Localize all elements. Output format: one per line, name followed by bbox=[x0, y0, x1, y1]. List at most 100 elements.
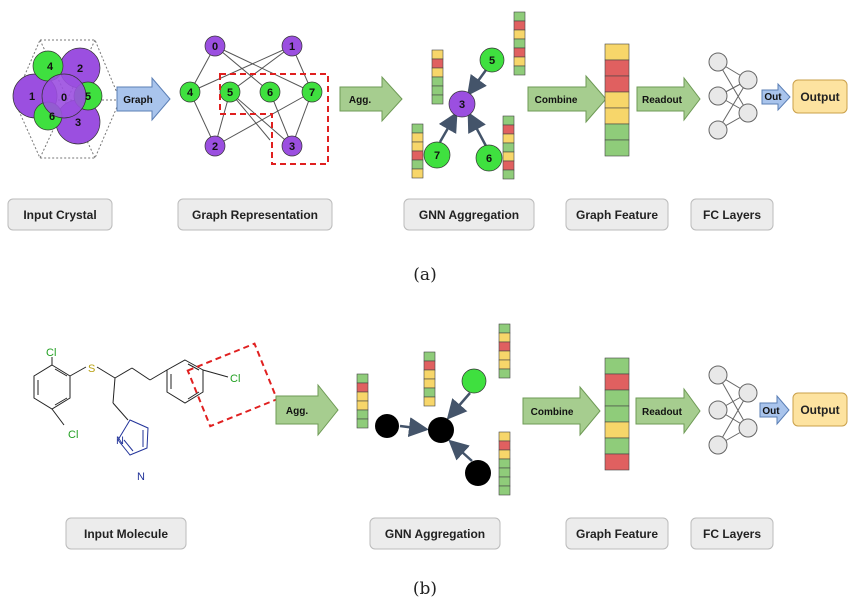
feature-cell bbox=[502, 124, 515, 135]
label-graph-representation: Graph Representation bbox=[177, 198, 333, 231]
agg-node-label: 7 bbox=[434, 150, 440, 162]
svg-text:Readout: Readout bbox=[642, 95, 683, 106]
graph-node-label: 1 bbox=[289, 41, 295, 53]
feature-cell bbox=[604, 43, 630, 61]
svg-text:Input Molecule: Input Molecule bbox=[84, 527, 168, 541]
graph-node-label: 5 bbox=[227, 87, 233, 99]
feature-cell bbox=[513, 47, 526, 58]
feature-cell bbox=[604, 357, 630, 375]
crystal-atom-label: 6 bbox=[49, 111, 55, 123]
feature-cell bbox=[498, 332, 511, 343]
output-box: Output bbox=[792, 79, 848, 114]
readout-arrow: Readout bbox=[636, 76, 701, 122]
feature-cell bbox=[423, 387, 436, 398]
feature-cell bbox=[604, 389, 630, 407]
caption-b: (b) bbox=[413, 579, 437, 599]
crystal-atom-label: 2 bbox=[77, 63, 83, 75]
feature-cell bbox=[423, 369, 436, 380]
agg-node-label: 3 bbox=[459, 99, 465, 111]
graph-node-label: 6 bbox=[267, 87, 273, 99]
feature-cell bbox=[498, 458, 511, 469]
feature-cell bbox=[411, 168, 424, 179]
input-crystal: 4 2 1 0 5 6 3 bbox=[12, 39, 121, 159]
label-fc-layers: FC Layers bbox=[690, 198, 774, 231]
feature-cell bbox=[356, 382, 369, 393]
label-fc-layers-b: FC Layers bbox=[690, 517, 774, 550]
molecule-n1: N bbox=[116, 435, 124, 447]
neighborhood-highlight bbox=[219, 73, 329, 165]
feature-cell bbox=[356, 418, 369, 429]
feature-cell bbox=[502, 115, 515, 126]
readout-arrow-b: Readout bbox=[635, 387, 701, 435]
crystal-atom-label: 5 bbox=[85, 91, 91, 103]
feature-cell bbox=[431, 49, 444, 60]
molecule-cl-right: Cl bbox=[230, 373, 240, 385]
graph-node-label: 3 bbox=[289, 141, 295, 153]
agg-arrow: Agg. bbox=[339, 75, 403, 123]
svg-text:GNN Aggregation: GNN Aggregation bbox=[419, 208, 519, 222]
feature-cell bbox=[604, 107, 630, 125]
molecule-highlight bbox=[186, 342, 279, 428]
feature-cell bbox=[604, 405, 630, 423]
feature-cell bbox=[423, 360, 436, 371]
feature-cell bbox=[431, 58, 444, 69]
gnn-aggregation-b bbox=[375, 368, 491, 486]
graph-node-label: 2 bbox=[212, 141, 218, 153]
label-gnn-aggregation: GNN Aggregation bbox=[403, 198, 535, 231]
feature-cell bbox=[423, 378, 436, 389]
crystal-atom-label: 4 bbox=[47, 61, 54, 73]
feature-cell bbox=[498, 476, 511, 487]
feature-vectors bbox=[356, 11, 630, 496]
out-arrow: Out bbox=[761, 82, 791, 112]
agg-arrow-b: Agg. bbox=[275, 383, 339, 437]
feature-cell bbox=[604, 421, 630, 439]
feature-cell bbox=[604, 453, 630, 471]
feature-cell bbox=[498, 449, 511, 460]
svg-text:Agg.: Agg. bbox=[286, 406, 308, 417]
crystal-atom-label: 0 bbox=[61, 92, 67, 104]
feature-cell bbox=[604, 75, 630, 93]
graph-node-label: 7 bbox=[309, 87, 315, 99]
svg-text:Graph Feature: Graph Feature bbox=[576, 208, 658, 222]
feature-cell bbox=[411, 159, 424, 170]
svg-text:FC Layers: FC Layers bbox=[703, 527, 761, 541]
label-graph-feature: Graph Feature bbox=[565, 198, 669, 231]
feature-cell bbox=[604, 437, 630, 455]
feature-cell bbox=[513, 38, 526, 49]
svg-text:FC Layers: FC Layers bbox=[703, 208, 761, 222]
feature-cell bbox=[431, 67, 444, 78]
combine-arrow-b: Combine bbox=[522, 385, 601, 437]
feature-cell bbox=[498, 341, 511, 352]
svg-text:Graph Feature: Graph Feature bbox=[576, 527, 658, 541]
feature-cell bbox=[513, 65, 526, 76]
svg-text:Agg.: Agg. bbox=[349, 95, 371, 106]
feature-cell bbox=[498, 350, 511, 361]
svg-text:Readout: Readout bbox=[642, 407, 683, 418]
feature-cell bbox=[604, 139, 630, 157]
graph-arrow: Graph bbox=[116, 76, 171, 122]
graph-node-label: 0 bbox=[212, 41, 218, 53]
fc-layers-b bbox=[708, 365, 758, 455]
feature-cell bbox=[502, 160, 515, 171]
svg-text:Graph: Graph bbox=[123, 95, 152, 106]
agg-node-label: 5 bbox=[489, 55, 495, 67]
crystal-atom-label: 3 bbox=[75, 117, 81, 129]
label-input-crystal: Input Crystal bbox=[7, 198, 113, 231]
svg-text:Graph Representation: Graph Representation bbox=[192, 208, 318, 222]
molecule-cl-bottom: Cl bbox=[68, 429, 78, 441]
combine-arrow: Combine bbox=[527, 74, 607, 124]
feature-cell bbox=[502, 133, 515, 144]
feature-cell bbox=[431, 94, 444, 105]
agg-node-label: 6 bbox=[486, 153, 492, 165]
feature-cell bbox=[513, 20, 526, 31]
graph-node-label: 4 bbox=[187, 87, 194, 99]
feature-cell bbox=[604, 373, 630, 391]
output-box-b: Output bbox=[792, 392, 848, 427]
feature-cell bbox=[356, 400, 369, 411]
feature-cell bbox=[423, 351, 436, 362]
feature-cell bbox=[356, 391, 369, 402]
feature-cell bbox=[411, 150, 424, 161]
gnn-aggregation: 5 3 7 6 bbox=[423, 47, 505, 172]
feature-cell bbox=[502, 169, 515, 180]
